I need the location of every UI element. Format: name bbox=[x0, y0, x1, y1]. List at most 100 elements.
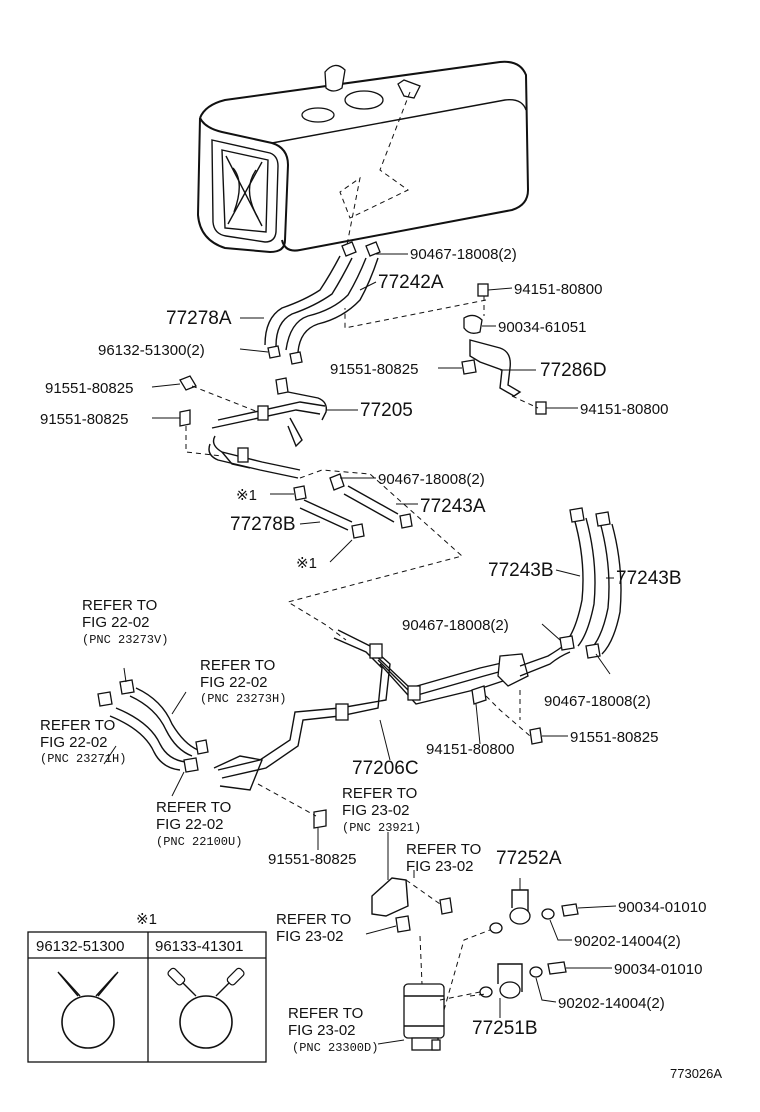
dashed-link bbox=[439, 991, 481, 1001]
dashed-link bbox=[485, 695, 531, 737]
svg-text:(PNC 23271H): (PNC 23271H) bbox=[40, 752, 126, 766]
bolt bbox=[313, 809, 327, 829]
dashed-link bbox=[511, 395, 539, 409]
svg-text:REFER TO: REFER TO bbox=[406, 841, 481, 858]
callout-77252A: 77252A bbox=[496, 848, 562, 869]
legend-col-96133-41301: 96133-41301 bbox=[155, 938, 243, 955]
reference-note-23273V: REFER TO FIG 22-02 (PNC 23273V) bbox=[82, 597, 168, 647]
callout-77243B: 77243B bbox=[488, 560, 554, 581]
reference-note-23300D: REFER TO FIG 23-02 (PNC 23300D) bbox=[288, 1005, 378, 1055]
legend-marker: ※1 bbox=[136, 911, 157, 928]
reference-note-filter-top: REFER TO FIG 23-02 bbox=[406, 841, 481, 875]
hose-left-upper bbox=[119, 679, 209, 757]
hose-77278A bbox=[264, 255, 353, 347]
svg-text:REFER TO: REFER TO bbox=[82, 597, 157, 614]
clip-legend-table: ※1 96132-51300 96133-41301 bbox=[27, 911, 267, 1063]
legend-col-96132-51300: 96132-51300 bbox=[36, 938, 124, 955]
svg-text:REFER TO: REFER TO bbox=[342, 785, 417, 802]
callout-labels: 90467-18008(2) 77242A 94151-80800 77278A… bbox=[40, 246, 706, 1039]
bracket-77286D bbox=[461, 283, 547, 415]
union-77252A bbox=[489, 889, 579, 934]
callout-90034-01010: 90034-01010 bbox=[614, 961, 702, 978]
svg-text:REFER TO: REFER TO bbox=[288, 1005, 363, 1022]
dashed-link bbox=[257, 783, 317, 817]
union-77251B bbox=[479, 961, 567, 999]
fuel-filter bbox=[371, 877, 453, 1051]
reference-note-23273H: REFER TO FIG 22-02 (PNC 23273H) bbox=[200, 657, 286, 706]
svg-text:FIG 23-02: FIG 23-02 bbox=[342, 802, 410, 819]
callout-77286D: 77286D bbox=[540, 360, 607, 381]
callout-77243B: 77243B bbox=[616, 568, 682, 589]
svg-text:(PNC 23300D): (PNC 23300D) bbox=[292, 1041, 378, 1055]
clip-ring-icon bbox=[57, 971, 119, 1049]
callout-94151-80800: 94151-80800 bbox=[426, 741, 514, 758]
svg-text:FIG 22-02: FIG 22-02 bbox=[40, 734, 108, 751]
dashed-link bbox=[344, 296, 487, 329]
callout-90034-61051: 90034-61051 bbox=[498, 319, 586, 336]
svg-text:(PNC 23273H): (PNC 23273H) bbox=[200, 692, 286, 706]
svg-text:(PNC 22100U): (PNC 22100U) bbox=[156, 835, 242, 849]
figure-code: 773026A bbox=[670, 1066, 722, 1081]
svg-text:REFER TO: REFER TO bbox=[156, 799, 231, 816]
callout-marker-1: ※1 bbox=[296, 555, 317, 572]
pipe-77205 bbox=[208, 377, 328, 479]
callout-90202-14004: 90202-14004(2) bbox=[574, 933, 681, 950]
hose-left-lower bbox=[97, 691, 199, 773]
svg-text:REFER TO: REFER TO bbox=[200, 657, 275, 674]
callout-90467-18008: 90467-18008(2) bbox=[544, 693, 651, 710]
svg-text:REFER TO: REFER TO bbox=[276, 911, 351, 928]
callout-91551-80825: 91551-80825 bbox=[45, 380, 133, 397]
bolt bbox=[179, 375, 197, 391]
dashed-link bbox=[191, 385, 259, 413]
callout-91551-80825: 91551-80825 bbox=[570, 729, 658, 746]
reference-note-filter-bolt: REFER TO FIG 23-02 bbox=[276, 911, 351, 945]
callout-94151-80800: 94151-80800 bbox=[580, 401, 668, 418]
callout-90202-14004: 90202-14004(2) bbox=[558, 995, 665, 1012]
callout-77206C: 77206C bbox=[352, 758, 419, 779]
svg-text:FIG 23-02: FIG 23-02 bbox=[288, 1022, 356, 1039]
svg-text:FIG 23-02: FIG 23-02 bbox=[276, 928, 344, 945]
svg-text:FIG 22-02: FIG 22-02 bbox=[156, 816, 224, 833]
callout-91551-80825: 91551-80825 bbox=[40, 411, 128, 428]
callout-90467-18008: 90467-18008(2) bbox=[378, 471, 485, 488]
nut bbox=[471, 685, 487, 705]
svg-text:(PNC 23273V): (PNC 23273V) bbox=[82, 633, 168, 647]
leader-lines bbox=[103, 253, 617, 1045]
hose-77278B bbox=[293, 485, 365, 539]
callout-91551-80825: 91551-80825 bbox=[330, 361, 418, 378]
callout-91551-80825: 91551-80825 bbox=[268, 851, 356, 868]
reference-note-22100U: REFER TO FIG 22-02 (PNC 22100U) bbox=[156, 799, 242, 849]
svg-text:REFER TO: REFER TO bbox=[40, 717, 115, 734]
dashed-link bbox=[405, 879, 441, 905]
dashed-link bbox=[443, 929, 491, 1011]
callout-77278B: 77278B bbox=[230, 514, 296, 535]
reference-note-23921: REFER TO FIG 23-02 (PNC 23921) bbox=[342, 785, 421, 835]
callout-77243A: 77243A bbox=[420, 496, 486, 517]
svg-text:FIG 22-02: FIG 22-02 bbox=[82, 614, 150, 631]
clip-ring-sleeved-icon bbox=[167, 967, 245, 1049]
clip bbox=[365, 241, 381, 257]
callout-marker-1: ※1 bbox=[236, 487, 257, 504]
svg-text:FIG 22-02: FIG 22-02 bbox=[200, 674, 268, 691]
hose-77243B bbox=[559, 507, 622, 659]
callout-90467-18008: 90467-18008(2) bbox=[402, 617, 509, 634]
dashed-link bbox=[469, 993, 487, 997]
callout-77205: 77205 bbox=[360, 400, 413, 421]
bolt bbox=[179, 409, 191, 427]
svg-text:FIG 23-02: FIG 23-02 bbox=[406, 858, 474, 875]
fuel-tank bbox=[196, 60, 530, 254]
callout-90034-01010: 90034-01010 bbox=[618, 899, 706, 916]
dashed-link bbox=[185, 426, 223, 457]
clip bbox=[289, 351, 303, 365]
callout-77251B: 77251B bbox=[472, 1018, 538, 1039]
callout-94151-80800: 94151-80800 bbox=[514, 281, 602, 298]
bolt bbox=[529, 727, 543, 745]
callout-90467-18008: 90467-18008(2) bbox=[410, 246, 517, 263]
tank-outlet-dashed bbox=[339, 91, 411, 251]
clip bbox=[267, 345, 281, 359]
callout-96132-51300: 96132-51300(2) bbox=[98, 342, 205, 359]
reference-note-23271H: REFER TO FIG 22-02 (PNC 23271H) bbox=[40, 717, 126, 766]
dashed-link bbox=[419, 935, 423, 985]
